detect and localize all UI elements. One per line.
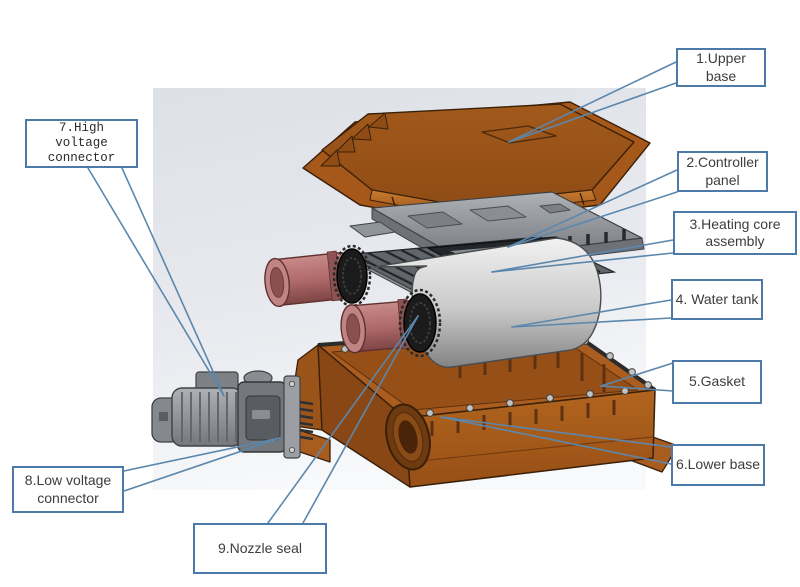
callout-high-voltage-connector: 7.High voltage connector	[25, 119, 138, 168]
port-hole	[385, 403, 431, 471]
nozzle-seal-lower	[398, 288, 442, 358]
callout-lower-base: 6.Lower base	[671, 444, 765, 486]
callout-controller-panel: 2.Controller panel	[677, 151, 768, 192]
leader-line-4	[511, 299, 672, 328]
inlet-pipe	[264, 250, 352, 308]
leader-line-5	[600, 362, 674, 392]
callout-low-voltage-connector: 8.Low voltage connector	[12, 466, 124, 513]
connector-pins	[299, 400, 314, 441]
water-tank-part	[264, 236, 602, 368]
low-voltage-connector-part	[237, 370, 314, 459]
leader-line-1	[508, 61, 677, 143]
leader-line-8	[123, 437, 281, 492]
leader-line-2	[507, 169, 678, 248]
leader-line-3	[491, 239, 674, 273]
leader-line-7	[87, 167, 225, 397]
leader-lines	[87, 61, 678, 524]
callout-gasket: 5.Gasket	[672, 360, 762, 404]
leader-line-6	[440, 416, 672, 465]
upper-base-part	[302, 101, 651, 223]
nozzle-seal-upper	[332, 244, 372, 308]
callout-nozzle-seal: 9.Nozzle seal	[193, 523, 327, 574]
callout-heating-core-assembly: 3.Heating core assembly	[673, 211, 797, 255]
callout-upper-base: 1.Upper base	[676, 48, 766, 87]
leader-line-9	[267, 315, 419, 524]
callout-water-tank: 4. Water tank	[671, 279, 763, 320]
